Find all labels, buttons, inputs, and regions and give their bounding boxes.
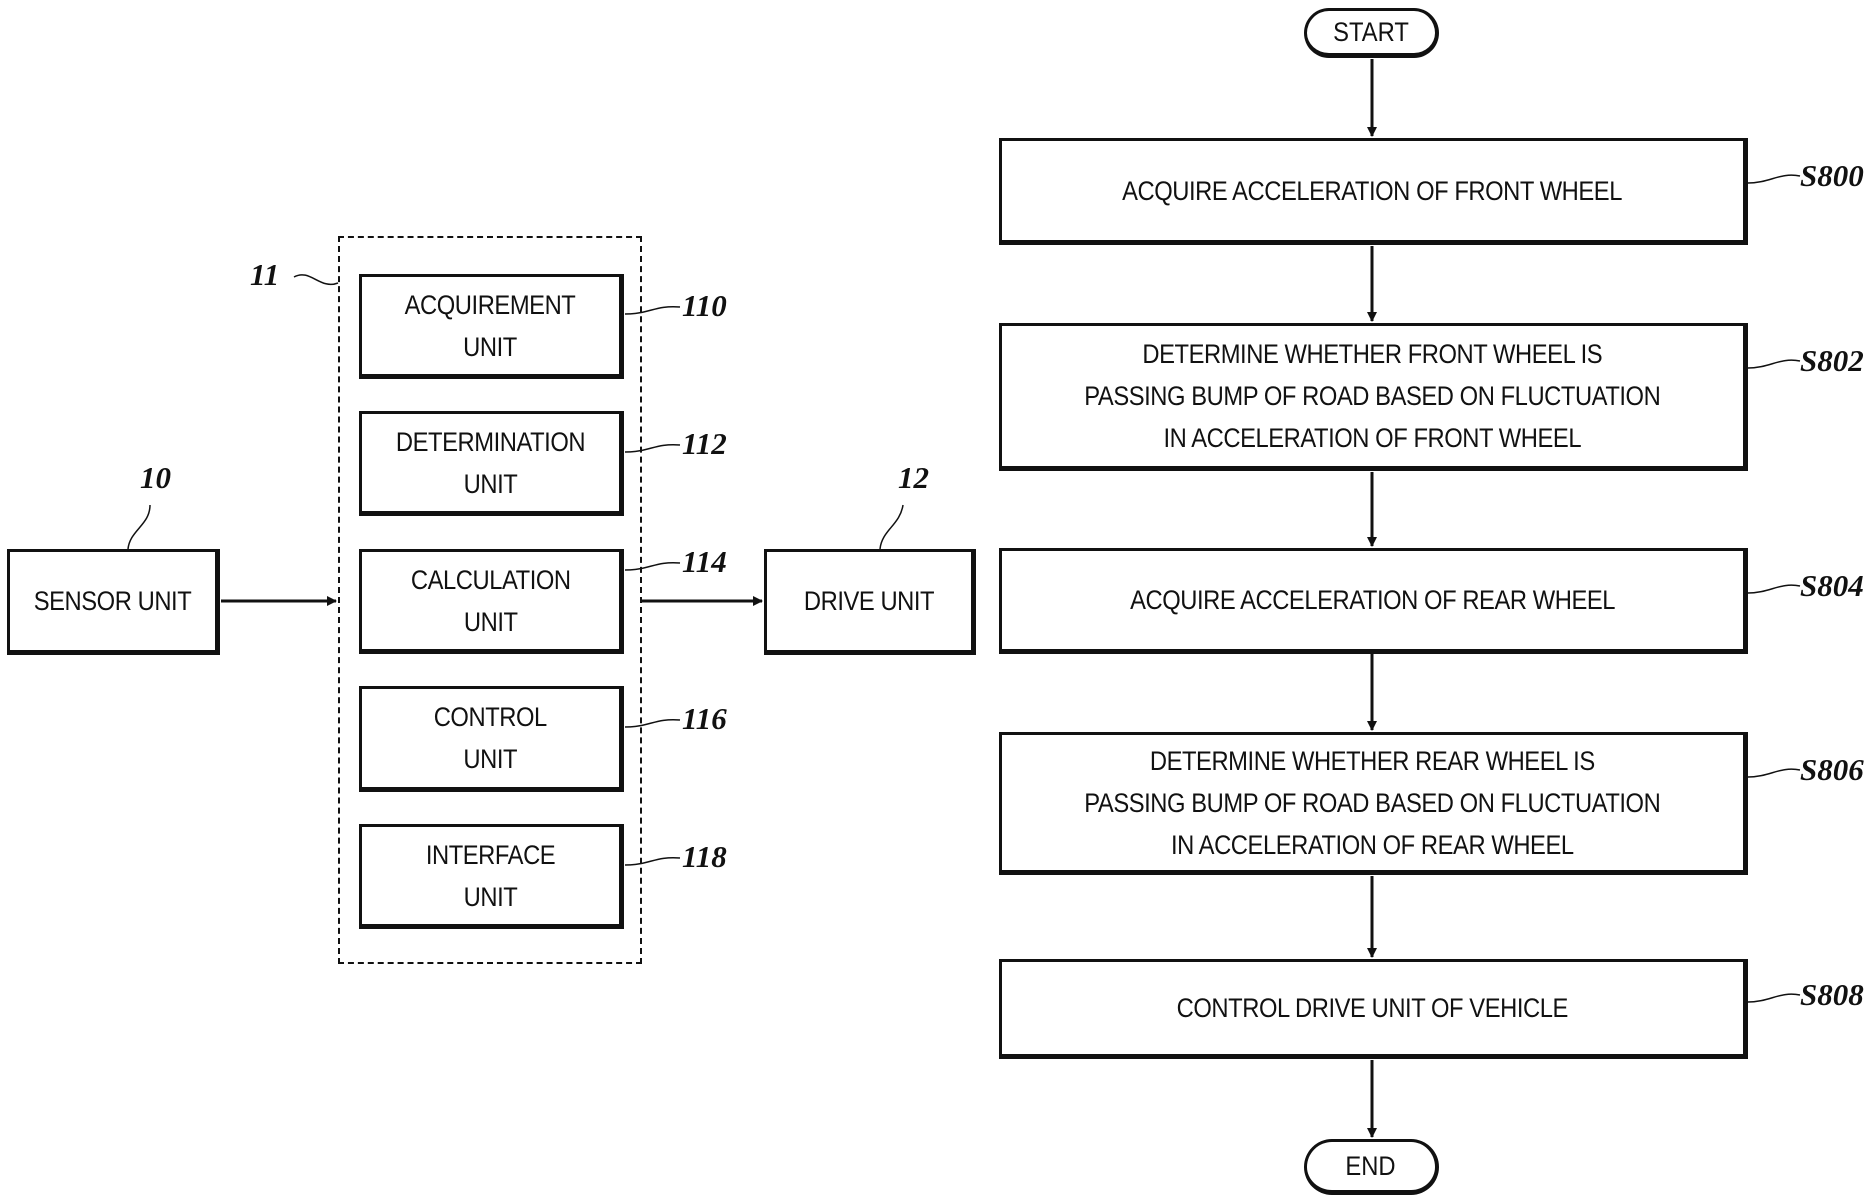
ref-s802: S802 [1800, 343, 1864, 378]
interface-unit-box: INTERFACE UNIT [359, 824, 624, 929]
step-s804-label: ACQUIRE ACCELERATION OF REAR WHEEL [1130, 585, 1615, 615]
ref-s806: S806 [1800, 752, 1864, 787]
sensor-unit-label: SENSOR UNIT [33, 586, 192, 616]
leader-s808 [1747, 993, 1801, 1003]
leader-s800 [1747, 174, 1801, 184]
ref-s804: S804 [1800, 568, 1864, 603]
determination-unit-label: DETERMINATION UNIT [395, 426, 586, 499]
leader-10 [127, 504, 151, 550]
leader-12 [879, 504, 904, 550]
leader-112 [624, 443, 681, 453]
ref-acquirement: 110 [682, 288, 727, 323]
acquirement-unit-label: ACQUIREMENT UNIT [405, 289, 576, 362]
step-s800-label: ACQUIRE ACCELERATION OF FRONT WHEEL [1122, 175, 1623, 206]
drive-unit-label: DRIVE UNIT [803, 586, 935, 616]
step-s802-label: DETERMINE WHETHER FRONT WHEEL IS PASSING… [1084, 339, 1661, 453]
calculation-unit-label: CALCULATION UNIT [410, 564, 571, 637]
ref-interface: 118 [682, 839, 727, 874]
leader-110 [624, 305, 681, 315]
step-s808-label: CONTROL DRIVE UNIT OF VEHICLE [1176, 993, 1569, 1023]
end-label: END [1345, 1150, 1397, 1181]
end-terminal: END [1304, 1139, 1439, 1195]
start-label: START [1333, 16, 1409, 47]
step-s800: ACQUIRE ACCELERATION OF FRONT WHEEL [999, 138, 1748, 245]
drive-unit-box: DRIVE UNIT [764, 549, 976, 655]
start-terminal: START [1304, 8, 1439, 58]
leader-s804 [1747, 584, 1801, 594]
step-s804: ACQUIRE ACCELERATION OF REAR WHEEL [999, 548, 1748, 654]
controller-container [338, 236, 642, 964]
leader-116 [624, 718, 681, 728]
ref-control: 116 [682, 701, 727, 736]
step-s806-label: DETERMINE WHETHER REAR WHEEL IS PASSING … [1084, 745, 1661, 860]
leader-118 [624, 856, 681, 866]
calculation-unit-box: CALCULATION UNIT [359, 549, 624, 654]
step-s808: CONTROL DRIVE UNIT OF VEHICLE [999, 959, 1748, 1059]
sensor-unit-box: SENSOR UNIT [7, 549, 220, 655]
ref-determination: 112 [682, 426, 727, 461]
ref-s800: S800 [1800, 158, 1864, 193]
acquirement-unit-box: ACQUIREMENT UNIT [359, 274, 624, 379]
step-s806: DETERMINE WHETHER REAR WHEEL IS PASSING … [999, 732, 1748, 875]
leader-s806 [1747, 768, 1801, 778]
determination-unit-box: DETERMINATION UNIT [359, 411, 624, 516]
control-unit-label: CONTROL UNIT [433, 702, 548, 774]
ref-calculation: 114 [682, 544, 727, 579]
ref-sensor: 10 [140, 460, 171, 495]
ref-s808: S808 [1800, 977, 1864, 1012]
control-unit-box: CONTROL UNIT [359, 686, 624, 792]
step-s802: DETERMINE WHETHER FRONT WHEEL IS PASSING… [999, 323, 1748, 471]
leader-s802 [1747, 359, 1801, 369]
ref-drive: 12 [898, 460, 929, 495]
leader-11 [293, 274, 339, 286]
interface-unit-label: INTERFACE UNIT [425, 839, 556, 912]
leader-114 [624, 561, 681, 571]
ref-controller: 11 [250, 257, 280, 292]
